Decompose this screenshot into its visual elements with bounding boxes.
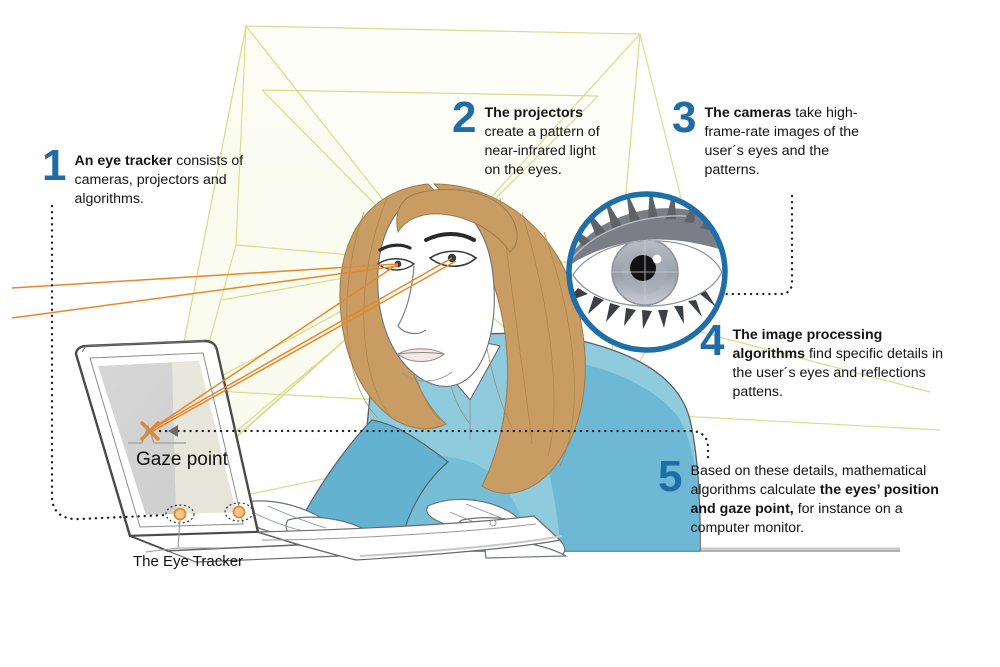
callout-3-rest: take high-frame-rate images of the user´… — [704, 105, 860, 179]
gaze-arrow-head-icon — [168, 425, 178, 437]
callout-2-number: 2 — [452, 93, 477, 142]
callout-3-text: The cameras take high-frame-rate images … — [704, 104, 862, 180]
callout-4-number: 4 — [700, 316, 725, 365]
tracker-sensor-dots-icon — [145, 502, 254, 553]
callout-2-rest: create a pattern of near-infrared light … — [484, 124, 600, 179]
callout-1-text: An eye tracker consists of cameras, proj… — [74, 152, 292, 209]
laptop-illustration — [74, 339, 563, 563]
callout-4: 4 The image processing algorithms find s… — [700, 319, 950, 402]
callout-5-text: Based on these details, mathematical alg… — [690, 462, 958, 538]
callout-3-number: 3 — [672, 93, 697, 142]
person-illustration — [231, 183, 701, 559]
callout-5-bold: the eyes’ position and gaze point, — [690, 482, 939, 518]
callout-5-number: 5 — [658, 452, 683, 501]
eye-tracker-label: The Eye Tracker — [133, 553, 244, 570]
gaze-point-label: Gaze point — [136, 449, 228, 470]
callout-2-text: The projectors create a pattern of near-… — [484, 104, 612, 180]
callout-1-bold: An eye tracker — [74, 153, 173, 169]
callout-2: 2 The projectors create a pattern of nea… — [452, 96, 612, 180]
callout-2-bold: The projectors — [484, 105, 584, 121]
callout-3-bold: The cameras — [704, 105, 792, 121]
callout-5: 5 Based on these details, mathematical a… — [658, 455, 958, 538]
callout-4-bold: The image processing algorithms — [732, 327, 883, 363]
callout-1-rest: consists of cameras, projectors and algo… — [74, 153, 244, 208]
gaze-point-cross-icon — [128, 421, 186, 444]
callout-1-number: 1 — [42, 141, 67, 190]
connector-gaze-to-5 — [158, 429, 710, 464]
callout-5-rest: for instance on a computer monitor. — [690, 501, 903, 537]
callout-1: 1 An eye tracker consists of cameras, pr… — [42, 144, 292, 209]
connector-3-to-eye — [698, 194, 794, 296]
callout-3: 3 The cameras take high-frame-rate image… — [672, 96, 862, 180]
gaze-ray-lines — [11, 257, 457, 433]
callout-5-lead: Based on these details, mathematical alg… — [690, 463, 927, 499]
callout-4-text: The image processing algorithms find spe… — [732, 326, 950, 402]
callout-4-rest: find specific details in the user´s eyes… — [732, 346, 944, 401]
